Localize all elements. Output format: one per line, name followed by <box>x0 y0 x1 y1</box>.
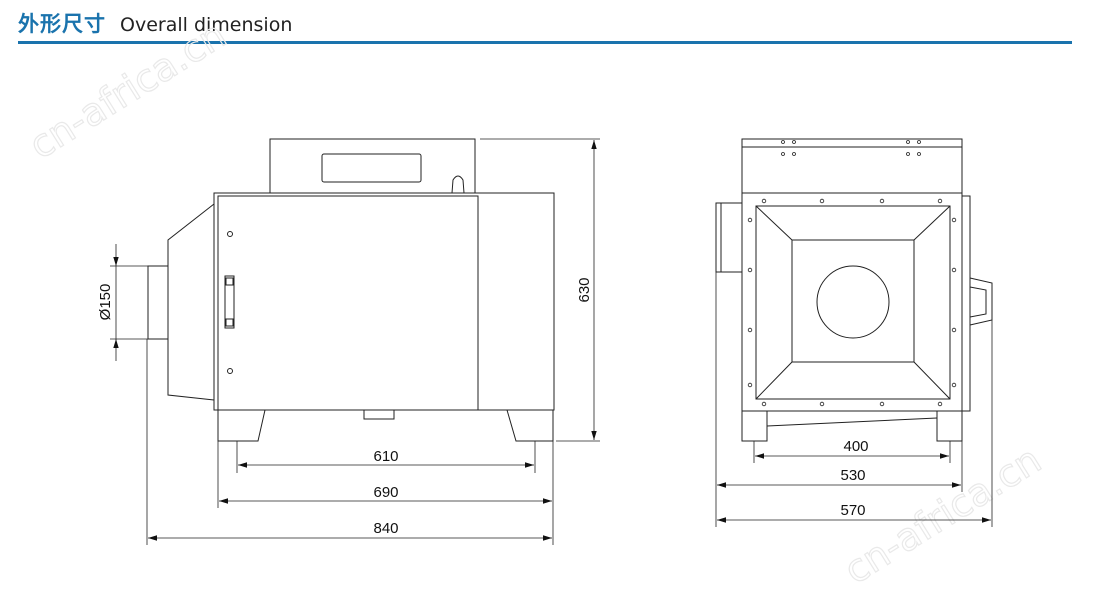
inlet-cone <box>167 203 215 401</box>
page-header: 外形尺寸 Overall dimension <box>18 8 292 42</box>
side-flange-inner <box>791 239 915 363</box>
dim-label-height: 630 <box>576 277 593 302</box>
side-flange-outer <box>755 205 951 400</box>
front-top-window <box>321 153 422 183</box>
front-foot-right <box>506 409 554 442</box>
front-view <box>147 138 555 442</box>
title-chinese: 外形尺寸 <box>18 12 106 36</box>
front-top-box <box>269 138 476 194</box>
inlet-duct <box>147 265 169 340</box>
side-right-panel <box>961 195 971 412</box>
side-inlet-duct <box>715 202 743 273</box>
side-foot-right <box>936 410 963 442</box>
front-top-handle <box>451 175 465 194</box>
bottom-tab <box>363 409 395 420</box>
side-outlet-circle <box>816 265 890 339</box>
door-screw <box>227 231 233 237</box>
door-screw <box>227 368 233 374</box>
watermark-left: cn-africa.cn <box>21 12 233 167</box>
side-bolts <box>747 140 957 407</box>
dim-label-530: 530 <box>840 467 865 484</box>
door-latch <box>224 275 235 329</box>
side-handle <box>969 277 993 326</box>
front-door <box>217 195 479 411</box>
front-body <box>213 192 555 411</box>
dim-label-diameter: Ø150 <box>97 284 114 321</box>
dim-label-840: 840 <box>373 520 398 537</box>
dim-label-570: 570 <box>840 502 865 519</box>
dim-label-400: 400 <box>843 438 868 455</box>
side-foot-left <box>741 410 768 442</box>
side-dimensions <box>715 272 993 527</box>
front-foot-left <box>217 409 266 442</box>
dim-label-610: 610 <box>373 448 398 465</box>
dim-label-690: 690 <box>373 484 398 501</box>
front-dimensions <box>110 138 600 545</box>
header-rule <box>18 41 1072 44</box>
title-english: Overall dimension <box>120 14 293 36</box>
side-view <box>715 138 993 442</box>
watermark-right: cn-africa.cn <box>836 437 1048 592</box>
